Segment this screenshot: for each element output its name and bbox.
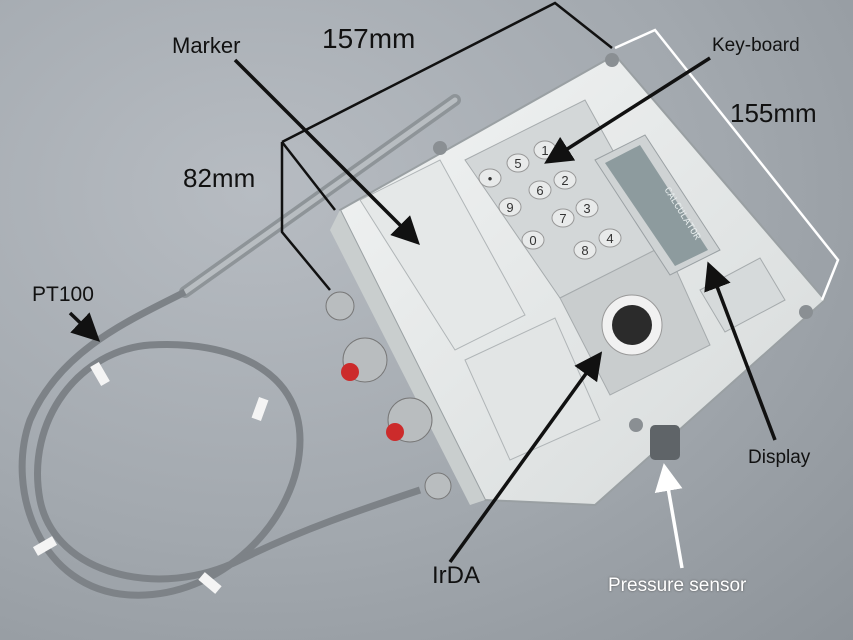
- key-2-label: 2: [561, 173, 568, 188]
- irda-arrow: [448, 351, 603, 564]
- key-0-label: 0: [529, 233, 536, 248]
- key-3-label: 3: [583, 201, 590, 216]
- dimension-lines: [280, 1, 840, 301]
- pt100-probe: [179, 94, 461, 298]
- keypad: 1 2 3 4 5 6 7 8 9 0 •: [478, 140, 622, 260]
- marker-label: Marker: [172, 33, 241, 58]
- keyboard-label: Key-board: [712, 35, 800, 56]
- key-5-label: 5: [514, 156, 521, 171]
- key-7: 7: [551, 208, 575, 228]
- key-8: 8: [573, 240, 597, 260]
- irda-label: IrDA: [432, 562, 480, 589]
- key-6-label: 6: [536, 183, 543, 198]
- key-dot-label: •: [488, 171, 493, 186]
- height-dimension-label: 155mm: [730, 98, 817, 128]
- display-arrow: [704, 261, 777, 441]
- key-8-label: 8: [581, 243, 588, 258]
- key-4-label: 4: [606, 231, 613, 246]
- annotation-arrows: [68, 56, 777, 569]
- coiled-cable: [18, 288, 422, 599]
- pressure-sensor-label: Pressure sensor: [608, 575, 747, 596]
- key-5: 5: [506, 153, 530, 173]
- depth-dimension-label: 82mm: [183, 163, 256, 193]
- key-9-label: 9: [506, 200, 513, 215]
- key-4: 4: [598, 228, 622, 248]
- key-2: 2: [553, 170, 577, 190]
- keyboard-arrow: [544, 56, 711, 164]
- key-7-label: 7: [559, 211, 566, 226]
- pt100-label: PT100: [32, 283, 94, 306]
- pressure-arrow: [654, 463, 684, 569]
- key-1-label: 1: [541, 143, 548, 158]
- pt100-arrow: [68, 311, 101, 342]
- key-9: 9: [498, 197, 522, 217]
- width-dimension-label: 157mm: [322, 23, 416, 54]
- display-label: Display: [748, 447, 811, 468]
- key-3: 3: [575, 198, 599, 218]
- key-0: 0: [521, 230, 545, 250]
- marker-arrow: [233, 58, 420, 245]
- key-6: 6: [528, 180, 552, 200]
- key-dot: •: [478, 168, 502, 188]
- cable-ties: [32, 361, 269, 594]
